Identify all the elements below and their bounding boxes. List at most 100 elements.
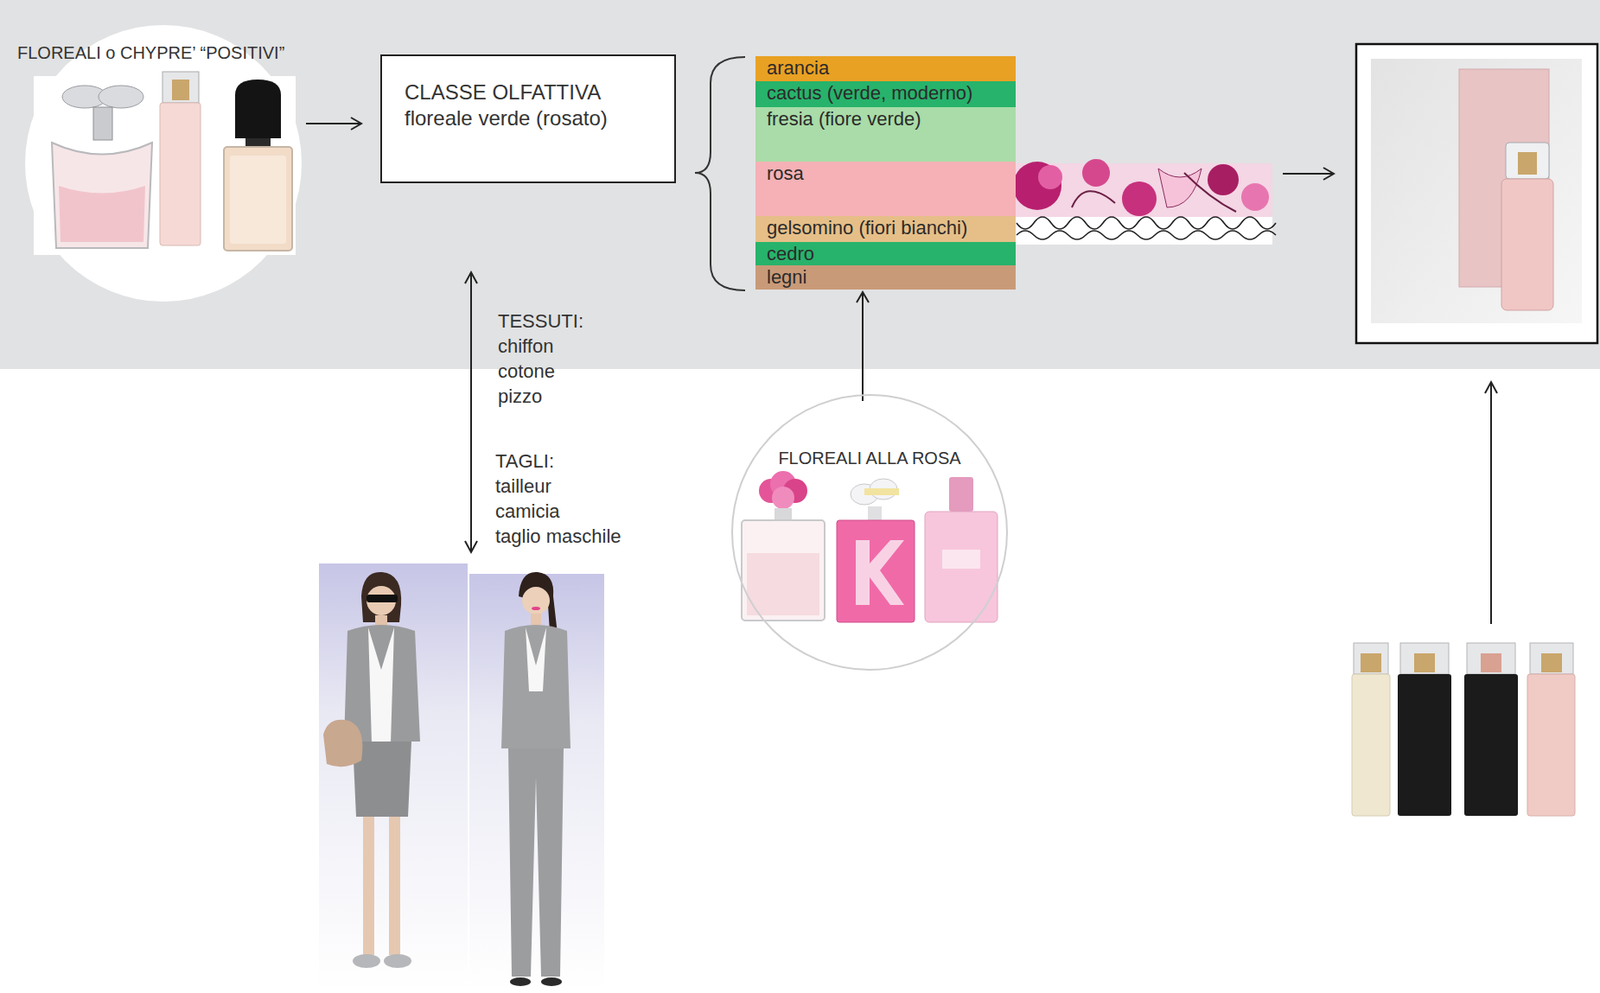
box-text: floreale verde (rosato) xyxy=(404,105,657,132)
illustration-part xyxy=(223,146,293,251)
circle-heading: FLOREALI o CHYPRE’ “POSITIVI” xyxy=(17,42,285,64)
illustration-part xyxy=(352,954,381,969)
illustration-part xyxy=(361,572,402,623)
illustration-part xyxy=(1464,674,1518,816)
note-band: arancia xyxy=(755,56,1016,82)
illustration-part xyxy=(58,185,146,243)
illustration-part xyxy=(1527,674,1575,816)
band-text: cactus (verde, moderno) xyxy=(766,81,1011,106)
bottle-si xyxy=(223,79,293,251)
band-text: arancia xyxy=(766,56,1011,81)
illustration-part xyxy=(836,520,915,623)
arrow xyxy=(1485,382,1498,625)
arrow-line xyxy=(305,122,362,125)
band-text: cedro xyxy=(766,242,1011,267)
note-label: chiffon xyxy=(497,334,554,358)
illustration-part xyxy=(469,573,605,992)
illustration-part xyxy=(1400,643,1449,675)
illustration-part xyxy=(162,71,199,103)
note-label: pizzo xyxy=(497,384,542,408)
circle-outline xyxy=(731,394,1008,671)
illustration-part xyxy=(531,606,541,611)
illustration-part xyxy=(530,613,542,626)
illustration-part xyxy=(774,508,792,521)
arrow-head xyxy=(856,292,869,303)
circle-node: FLOREALI o CHYPRE’ “POSITIVI” xyxy=(25,25,302,302)
note-label: taglio maschile xyxy=(495,524,622,549)
note-band: rosa xyxy=(755,161,1016,217)
bottle-anna xyxy=(741,471,825,621)
white-circle xyxy=(731,394,1008,671)
illustration-part xyxy=(388,816,401,956)
bottle-ma-vie xyxy=(159,71,201,246)
illustration-part xyxy=(949,477,974,512)
illustration-part xyxy=(1082,159,1110,187)
illustration-part xyxy=(1071,172,1237,212)
arrow-head xyxy=(350,117,362,130)
circle-outline xyxy=(25,25,301,301)
arrow-line xyxy=(861,292,864,402)
illustration-part xyxy=(1485,382,1498,394)
illustration-part xyxy=(383,954,412,969)
illustration-part xyxy=(1282,172,1333,175)
photo-ground xyxy=(33,76,296,255)
illustration-part xyxy=(1351,674,1390,816)
illustration-part xyxy=(1241,183,1269,211)
circle-node: FLOREALI ALLA ROSA xyxy=(731,394,1008,671)
note-label: tailleur xyxy=(495,474,552,498)
illustration-part xyxy=(323,720,363,767)
illustration-part xyxy=(1529,643,1574,675)
illustration-part xyxy=(172,79,190,101)
band-text: gelsomino (fiori bianchi) xyxy=(766,216,1011,241)
illustration-part xyxy=(509,977,531,987)
illustration-part xyxy=(1517,152,1537,175)
note-band: gelsomino (fiori bianchi) xyxy=(755,216,1016,243)
note-band: cactus (verde, moderno) xyxy=(755,81,1016,108)
circle-outline xyxy=(25,25,302,302)
illustration-part xyxy=(1353,643,1389,675)
band-text: legni xyxy=(766,265,1011,290)
illustration-part xyxy=(525,627,547,692)
note-label: camicia xyxy=(495,499,561,523)
illustration-part xyxy=(366,594,398,603)
product-illustration xyxy=(1459,69,1554,311)
illustration-part xyxy=(1541,653,1562,673)
illustration-part xyxy=(1414,653,1435,673)
flow-arrow xyxy=(856,292,869,402)
band-text: rosa xyxy=(766,161,1011,186)
illustration-part xyxy=(942,549,981,569)
illustration-part xyxy=(1490,382,1492,625)
illustration-part xyxy=(522,586,550,615)
illustration-part xyxy=(1016,216,1276,240)
illustration-part xyxy=(159,102,201,246)
illustration-part xyxy=(1360,653,1382,673)
illustration-part xyxy=(465,272,478,284)
circle-heading: FLOREALI ALLA ROSA xyxy=(731,447,1008,469)
illustration-part xyxy=(1505,142,1550,179)
illustration-part xyxy=(1397,674,1452,816)
double-arrow xyxy=(465,272,478,553)
white-circle xyxy=(25,25,302,302)
illustration-part xyxy=(98,85,144,109)
illustration-part xyxy=(465,541,478,553)
illustration-part xyxy=(1038,165,1063,190)
illustration-part xyxy=(235,79,281,139)
illustration-part xyxy=(93,107,113,141)
illustration-part xyxy=(368,627,395,744)
bottle-la-vie xyxy=(51,85,153,249)
illustration-part xyxy=(1466,643,1516,675)
illustration-part xyxy=(1121,181,1157,217)
illustration-part xyxy=(470,273,472,552)
illustration-part xyxy=(1323,167,1334,180)
illustration-part xyxy=(541,977,562,987)
circle-outline xyxy=(732,395,1008,670)
class-box: CLASSE OLFATTIVAfloreale verde (rosato) xyxy=(380,54,676,184)
illustration-part xyxy=(864,488,899,496)
bottle-prada xyxy=(924,477,998,623)
illustration-part xyxy=(1013,161,1062,211)
illustration-part xyxy=(855,540,905,606)
flow-arrow xyxy=(305,117,362,130)
product-frame xyxy=(1356,44,1598,344)
note-label: cotone xyxy=(497,359,555,383)
